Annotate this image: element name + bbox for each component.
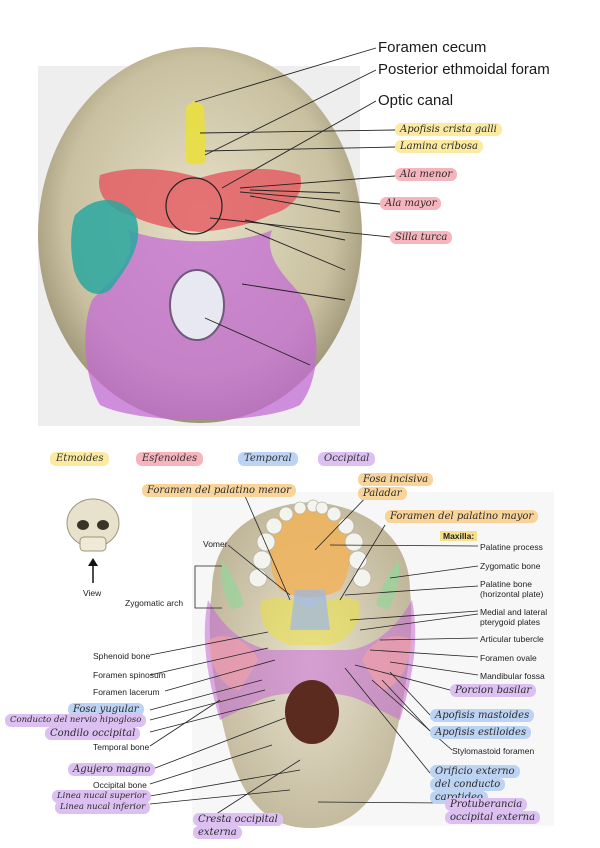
label-zygomatic-bone: Zygomatic bone: [480, 561, 541, 571]
label-foramen-palatino-mayor-1: Foramen del palatino mayor: [385, 510, 539, 523]
label-ala-mayor: Ala mayor: [380, 197, 442, 210]
label-linea-nucal-inferior: Linea nucal inferior: [55, 801, 151, 814]
label-conducto-hipogloso: Conducto del nervio hipogloso: [5, 714, 147, 727]
zygomatic-right: [376, 560, 400, 610]
temporal-left-region: [208, 636, 258, 690]
teeth-row: [248, 499, 372, 588]
label-occipital-bone: Occipital bone: [93, 780, 147, 790]
label-foramen-spinosum: Foramen spinosum: [93, 670, 166, 680]
label-palatine-process: Palatine process: [480, 542, 543, 552]
label-protuberancia-1: Protuberancia: [445, 798, 528, 811]
vomer-region: [290, 590, 330, 630]
label-optic-canal: Optic canal: [378, 92, 454, 109]
label-orificio-2: del conducto: [430, 778, 506, 791]
label-palatine-bone-sub: (horizontal plate): [480, 589, 544, 599]
sella-turcica-circle: [165, 177, 223, 235]
sphenoid-region: [99, 168, 301, 232]
label-paladar: Paladar: [358, 487, 407, 500]
label-cresta-1: Cresta occipital: [193, 813, 283, 826]
label-foramen-cecum: Foramen cecum: [378, 39, 487, 56]
temporal-region: [71, 200, 139, 294]
label-stylomastoid: Stylomastoid foramen: [452, 746, 535, 756]
top-leader-lines: [194, 47, 396, 366]
label-foramen-ovale: Foramen ovale: [480, 653, 537, 663]
legend-esfenoides: Esfenoides: [136, 452, 204, 466]
label-articular-tubercle: Articular tubercle: [480, 634, 544, 644]
cranial-fossa-interior-view: [38, 47, 396, 426]
foramen-magnum-shape: [169, 269, 225, 341]
label-maxilla: Maxilla:: [440, 531, 478, 541]
legend-temporal: Temporal: [238, 452, 298, 466]
label-agujero-magno: Agujero magno: [68, 763, 156, 776]
label-apofisis-estiloides: Apofisis estiloides: [430, 726, 532, 739]
label-medial-lateral: Medial and lateral: [480, 607, 548, 617]
label-apofisis-mastoides: Apofisis mastoides: [430, 709, 535, 722]
label-sphenoid-bone: Sphenoid bone: [93, 651, 151, 661]
view-skull-icon: [66, 498, 120, 583]
palate-region: [269, 508, 351, 598]
legend-etmoides: Etmoides: [50, 452, 110, 466]
label-silla-turca: Silla turca: [390, 231, 453, 244]
label-mandibular-fossa: Mandibular fossa: [480, 671, 545, 681]
zygomatic-left: [220, 560, 244, 610]
label-fosa-yugular: Fosa yugular: [68, 703, 144, 716]
label-condilo-occipital: Condilo occipital: [45, 727, 141, 740]
label-apofisis-crista-galli: Apofisis crista galli: [395, 123, 502, 136]
label-cresta-2: externa: [193, 826, 242, 839]
label-view: View: [83, 588, 102, 598]
label-vomer: Vomer: [203, 539, 228, 549]
label-temporal-bone: Temporal bone: [93, 742, 150, 752]
label-zygomatic-arch: Zygomatic arch: [125, 598, 184, 608]
bottom-leader-lines: [149, 487, 479, 819]
label-foramen-palatino-menor: Foramen del palatino menor: [142, 484, 296, 497]
legend-occipital: Occipital: [318, 452, 376, 466]
label-protuberancia-2: occipital externa: [445, 811, 541, 824]
label-foramen-lacerum: Foramen lacerum: [93, 687, 160, 697]
label-palatine-bone: Palatine bone: [480, 579, 532, 589]
label-linea-nucal-superior: Linea nucal superior: [52, 790, 152, 803]
ethmoid-region: [186, 102, 206, 165]
label-orificio-1: Orificio externo: [430, 765, 520, 778]
foramen-magnum-inferior: [285, 680, 339, 744]
label-porcion-basilar: Porcion basilar: [450, 684, 537, 697]
label-posterior-ethmoidal: Posterior ethmoidal foram: [378, 61, 550, 78]
label-fosa-incisiva: Fosa incisiva: [358, 473, 434, 486]
label-pterygoid-plates: pterygoid plates: [480, 617, 541, 627]
label-ala-menor: Ala menor: [395, 168, 458, 181]
label-lamina-cribosa: Lamina cribosa: [395, 140, 483, 153]
